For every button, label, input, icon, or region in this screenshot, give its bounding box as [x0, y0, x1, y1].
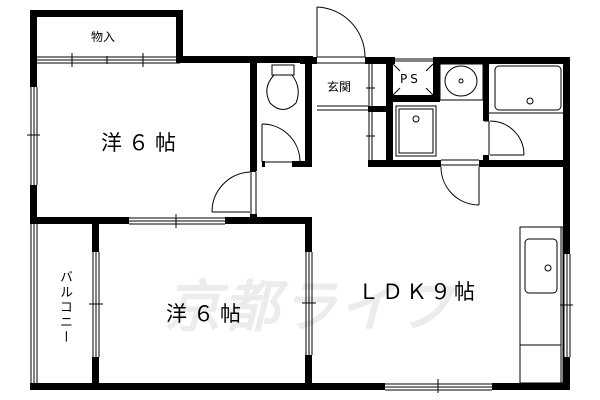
wall-toilet-bottom	[292, 161, 312, 167]
wall-right-upper	[563, 57, 570, 254]
wall-bottom-left	[30, 383, 385, 390]
toilet-tank	[271, 64, 295, 76]
wall-balcony-lower	[92, 357, 99, 390]
wall-bath-left	[483, 57, 489, 121]
western-room-2-label: 洋６帖	[166, 302, 247, 326]
wall-ldk-left-upper	[305, 218, 312, 252]
wall-mid-right	[225, 217, 312, 224]
balcony-label: バルコニー	[57, 270, 72, 345]
wall-entry-right	[365, 57, 395, 64]
washbasin-counter	[439, 63, 484, 101]
wall-top-right	[433, 57, 570, 64]
bathtub	[494, 65, 562, 111]
kitchen-counter	[519, 226, 564, 384]
wall-entry-split	[368, 106, 393, 112]
wall-toilet-left	[250, 56, 257, 171]
ldk-label: ＬＤＫ９帖	[358, 280, 478, 304]
windows	[27, 53, 573, 393]
wall-ps-bottom	[386, 95, 440, 102]
doors	[211, 6, 525, 213]
wall-left-mid	[30, 185, 37, 224]
wall-entry-left	[300, 57, 317, 64]
washbasin-bowl	[444, 65, 478, 97]
wall-top-middle	[176, 56, 313, 63]
wall-left-upper	[30, 10, 37, 87]
fixtures	[266, 63, 564, 384]
wall-balcony-upper	[92, 217, 99, 252]
wall-storage-top	[30, 10, 183, 17]
wall-right-lower	[563, 357, 570, 390]
storage-label: 物入	[91, 30, 116, 44]
wall-ps-right	[433, 57, 440, 102]
entrance-label: 玄関	[327, 80, 352, 94]
western-room-1-label: 洋６帖	[101, 131, 182, 155]
wall-stub-2	[250, 164, 256, 172]
wall-bottom-right	[492, 383, 570, 390]
pipe-space-label: PS	[400, 72, 421, 86]
wall-wash-bottom-right	[479, 160, 570, 167]
wall-stub	[262, 161, 265, 167]
kitchen-sink	[524, 238, 558, 294]
wall-storage-right	[176, 10, 183, 63]
wall-ldk-left-lower	[305, 355, 312, 390]
walls	[30, 10, 570, 390]
wall-toilet-right	[305, 56, 312, 164]
wall-wash-bottom-left	[368, 160, 441, 167]
wall-mid-left	[30, 217, 129, 224]
toilet-bowl	[266, 74, 299, 110]
washing-pan	[395, 105, 437, 157]
